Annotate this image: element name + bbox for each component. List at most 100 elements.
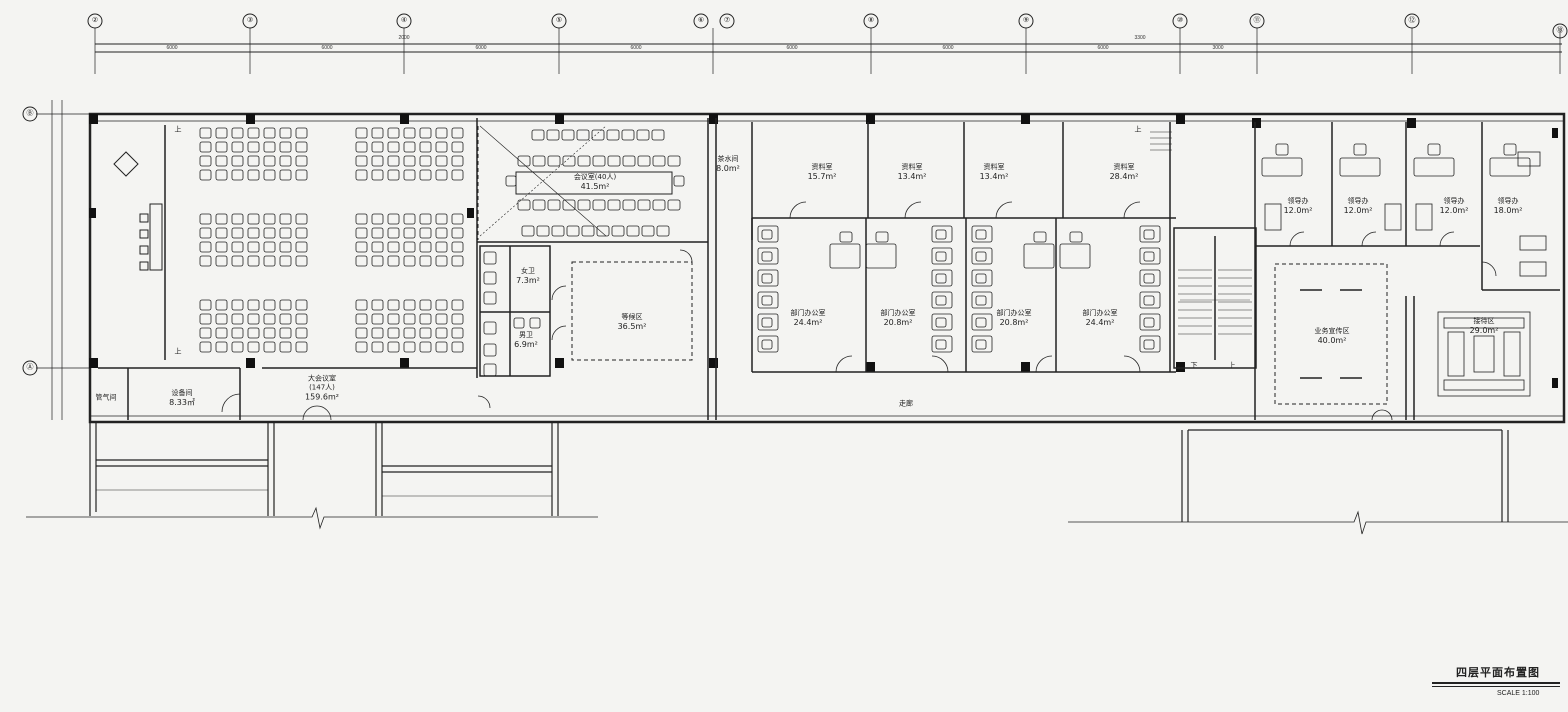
title-rule bbox=[1432, 682, 1560, 684]
hall-seat bbox=[263, 169, 276, 181]
hall-seat bbox=[279, 155, 292, 167]
room-area: 159.6m² bbox=[305, 392, 339, 402]
hall-seat bbox=[295, 127, 308, 139]
hall-seat bbox=[371, 127, 384, 139]
hall-seat bbox=[419, 213, 432, 225]
workstation-desk bbox=[1139, 225, 1161, 243]
workstation-desk bbox=[971, 247, 993, 265]
meeting-chair bbox=[546, 129, 560, 141]
urinal bbox=[529, 317, 541, 329]
meeting-chair bbox=[547, 155, 561, 167]
workstation-chair bbox=[935, 295, 947, 306]
workstation-chair bbox=[761, 339, 773, 350]
room-label-leader-1: 领导办 12.0m² bbox=[1284, 197, 1313, 215]
hall-seat bbox=[403, 127, 416, 139]
office-workstations bbox=[757, 225, 1161, 353]
workstation-desk bbox=[971, 225, 993, 243]
hall-seat bbox=[231, 227, 244, 239]
hall-seat bbox=[279, 127, 292, 139]
meeting-chair bbox=[606, 129, 620, 141]
exterior-walls bbox=[88, 112, 1566, 424]
workstation-chair bbox=[1143, 251, 1155, 262]
hall-seat bbox=[355, 169, 368, 181]
hall-seat bbox=[215, 227, 228, 239]
hall-seat bbox=[371, 213, 384, 225]
hall-seat bbox=[247, 341, 260, 353]
hall-seat bbox=[215, 213, 228, 225]
hall-seat bbox=[295, 213, 308, 225]
hall-seat bbox=[279, 241, 292, 253]
axis-leaders bbox=[36, 28, 1561, 420]
meeting-chair bbox=[576, 129, 590, 141]
room-name: 设备间 bbox=[171, 389, 193, 397]
door-swings bbox=[221, 201, 1497, 421]
hall-seat bbox=[419, 169, 432, 181]
room-area: 20.8m² bbox=[999, 318, 1029, 327]
room-label-archive-4: 资料室 28.4m² bbox=[1110, 163, 1139, 181]
hall-seat bbox=[355, 213, 368, 225]
hall-seat bbox=[451, 227, 464, 239]
hall-seat bbox=[403, 255, 416, 267]
hall-seat bbox=[279, 299, 292, 311]
meeting-chair bbox=[607, 199, 621, 211]
hall-seat bbox=[295, 341, 308, 353]
workstation-desk bbox=[1139, 247, 1161, 265]
hall-seat bbox=[215, 255, 228, 267]
meeting-chair bbox=[611, 225, 625, 237]
hall-seat bbox=[403, 327, 416, 339]
hall-seat bbox=[387, 213, 400, 225]
hall-seat bbox=[231, 213, 244, 225]
room-name: 男卫 bbox=[518, 331, 533, 339]
leader-chair bbox=[1275, 143, 1289, 156]
room-name: 领导办 bbox=[1443, 197, 1465, 205]
hall-seat bbox=[371, 141, 384, 153]
stair-up-label: 上 bbox=[1228, 361, 1236, 370]
hall-seat bbox=[295, 227, 308, 239]
hall-seat bbox=[231, 141, 244, 153]
workstation-chair bbox=[1033, 231, 1047, 243]
leader-chair bbox=[1503, 143, 1517, 156]
room-area: 7.3m² bbox=[516, 276, 540, 285]
hall-seat bbox=[419, 255, 432, 267]
hall-seat bbox=[355, 299, 368, 311]
hall-seat bbox=[215, 327, 228, 339]
dimension-text: 6000 bbox=[630, 45, 642, 51]
toilet bbox=[483, 363, 497, 377]
hall-seat bbox=[231, 169, 244, 181]
hall-seat bbox=[387, 227, 400, 239]
hall-seat bbox=[371, 241, 384, 253]
room-label-meeting-room: 会议室(40人) 41.5m² bbox=[574, 173, 616, 191]
workstation-chair bbox=[975, 295, 987, 306]
meeting-room-chairs bbox=[505, 129, 685, 237]
meeting-chair bbox=[622, 199, 636, 211]
hall-seat bbox=[451, 255, 464, 267]
workstation-chair bbox=[761, 273, 773, 284]
workstation-chair bbox=[935, 251, 947, 262]
hall-seat bbox=[231, 341, 244, 353]
hall-seat bbox=[295, 313, 308, 325]
break-lines bbox=[26, 506, 1568, 535]
axis-label-a: Ⓐ bbox=[26, 364, 34, 371]
hall-seat bbox=[215, 313, 228, 325]
room-name: 领导办 bbox=[1287, 197, 1309, 205]
hall-seat bbox=[279, 327, 292, 339]
meeting-chair bbox=[561, 129, 575, 141]
meeting-chair bbox=[652, 155, 666, 167]
hall-seat bbox=[295, 169, 308, 181]
hall-seat bbox=[263, 255, 276, 267]
hall-seat bbox=[419, 299, 432, 311]
hall-seat bbox=[403, 313, 416, 325]
stair-treads bbox=[1150, 131, 1252, 335]
room-name: 等候区 bbox=[621, 313, 643, 321]
workstation-chair bbox=[1143, 229, 1155, 240]
room-label-dept-office-3: 部门办公室 20.8m² bbox=[997, 309, 1032, 327]
hall-seat bbox=[247, 169, 260, 181]
meeting-chair bbox=[531, 129, 545, 141]
room-name: 部门办公室 bbox=[1082, 309, 1118, 317]
hall-seat bbox=[355, 227, 368, 239]
dashed-zones bbox=[477, 126, 1388, 405]
hall-seat bbox=[451, 127, 464, 139]
hall-seat bbox=[295, 141, 308, 153]
workstation-desk bbox=[757, 291, 779, 309]
